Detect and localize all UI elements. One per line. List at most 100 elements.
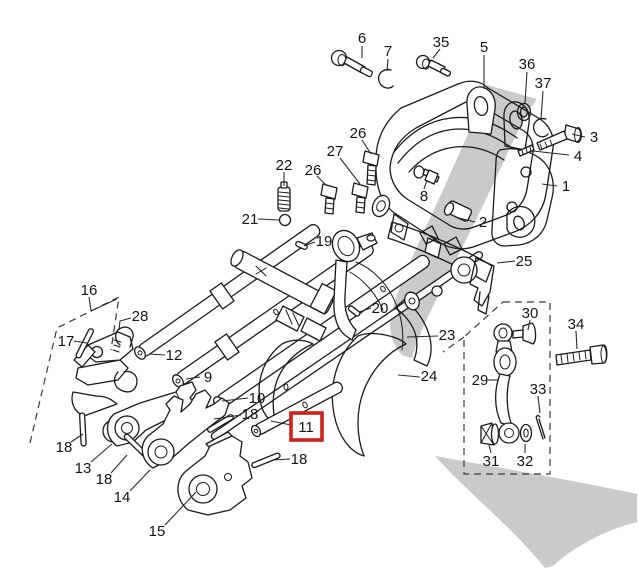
bracket-rail-curve — [393, 116, 518, 173]
lug-hatch — [285, 309, 300, 327]
callout-2: 2 — [479, 214, 487, 231]
leader-15 — [164, 491, 197, 526]
lever-29-mid-hole — [499, 354, 511, 370]
leader-2 — [458, 217, 476, 223]
fork-15-boss — [188, 474, 218, 504]
callout-4: 4 — [574, 148, 582, 165]
callout-12: 12 — [166, 347, 183, 364]
leader-14 — [129, 469, 151, 492]
shift-fork-prong-left — [258, 339, 314, 425]
fork-15-small-hole — [224, 473, 232, 481]
leader-16 — [88, 296, 118, 312]
callout-3: 3 — [590, 129, 598, 146]
bolt-26a-head — [362, 150, 380, 167]
bolt-34-head — [589, 344, 608, 365]
callout-26: 26 — [305, 162, 322, 179]
leader-lines — [70, 46, 586, 526]
leader-10 — [221, 397, 249, 402]
callout-22: 22 — [276, 157, 293, 174]
leader-37 — [540, 90, 544, 120]
bolt-27-shank — [355, 196, 366, 214]
bolt-26b-head — [320, 183, 338, 200]
bolt-34-head-face — [600, 344, 608, 364]
callout-17: 17 — [58, 333, 75, 350]
rod-end-boss — [133, 346, 147, 360]
pin-18 — [251, 452, 281, 469]
fork-14-boss — [147, 438, 175, 466]
leader-25 — [496, 260, 516, 264]
pawl-spring-ribs — [112, 339, 122, 353]
pivot-pin-2-face — [443, 202, 455, 216]
callout-23: 23 — [439, 327, 456, 344]
callout-19: 19 — [316, 233, 333, 250]
rod-hole — [273, 308, 279, 316]
leader-3 — [571, 133, 586, 138]
callout-34: 34 — [568, 316, 585, 333]
fork-arm-23 — [394, 299, 432, 367]
lever-29-arm — [494, 373, 513, 427]
rod-11-hole — [302, 401, 308, 409]
callout-16: 16 — [81, 282, 98, 299]
detail-box-group — [442, 301, 551, 475]
shaft-lugs — [275, 305, 327, 342]
callout-25: 25 — [516, 253, 533, 270]
rod-11-end-hole — [253, 428, 259, 434]
callout-9: 9 — [204, 369, 212, 386]
bracket-ear-5-hole — [473, 95, 489, 117]
shaft-cross-notch — [255, 265, 267, 277]
gearshift-shaft-collar — [309, 282, 338, 315]
trunnion-31-face — [490, 423, 500, 445]
fork-14-boss-hole — [154, 445, 168, 459]
bolt-34 — [555, 344, 608, 366]
callout-18: 18 — [291, 451, 308, 468]
washer-32-hole — [523, 428, 529, 438]
lever-29-bottom-boss — [498, 422, 520, 444]
rod-hole — [380, 285, 386, 293]
side-plate-foot — [506, 205, 536, 238]
callout-31: 31 — [483, 453, 500, 470]
rod-end-hole — [137, 350, 143, 356]
bracket-boss — [371, 194, 391, 218]
cotter-pin-33 — [535, 414, 546, 440]
leader-13 — [90, 443, 113, 463]
callout-28: 28 — [132, 308, 149, 325]
roll-pin-19 — [295, 240, 308, 251]
bolt-27-threads — [356, 201, 365, 209]
watermark — [390, 85, 637, 568]
highlight-box[interactable] — [289, 411, 324, 442]
bracket-boss-hole — [376, 200, 386, 212]
crossmember-25 — [387, 221, 495, 315]
leader-23 — [406, 335, 439, 338]
callout-13: 13 — [75, 460, 92, 477]
callout-1: 1 — [562, 178, 570, 195]
bolt-27-head — [351, 182, 369, 199]
shift-head-assembly — [258, 229, 432, 457]
leader-18 — [272, 458, 291, 461]
crossmember-cradle — [419, 225, 463, 256]
leader-28 — [118, 317, 132, 331]
detent-and-bolts — [277, 150, 380, 227]
leader-30 — [527, 319, 531, 331]
crossmember-end-hole — [457, 263, 471, 277]
bracket-frame-outer — [375, 80, 555, 250]
leader-1 — [541, 183, 558, 187]
leader-4 — [532, 150, 570, 156]
roll-pin-20 — [347, 305, 361, 317]
leader-7 — [386, 58, 389, 72]
leader-26 — [316, 175, 328, 187]
bolt-8-head — [413, 165, 425, 179]
callout-7: 7 — [384, 43, 392, 60]
crossmember-end-boss — [450, 256, 478, 284]
leader-24 — [397, 374, 421, 378]
callout-21: 21 — [242, 211, 259, 228]
pawl-upper-plate — [85, 331, 134, 363]
crossmember-bar — [387, 221, 493, 283]
leader-11 — [270, 420, 292, 426]
spring-coils — [278, 191, 290, 210]
crossmember-clevis — [469, 257, 495, 315]
rod-end-hole — [175, 378, 181, 384]
bracket-frame-inner — [389, 100, 534, 230]
detail-box-dashed — [463, 301, 551, 475]
fork-arm-boss-hole — [408, 297, 416, 305]
leader-18 — [213, 414, 242, 420]
